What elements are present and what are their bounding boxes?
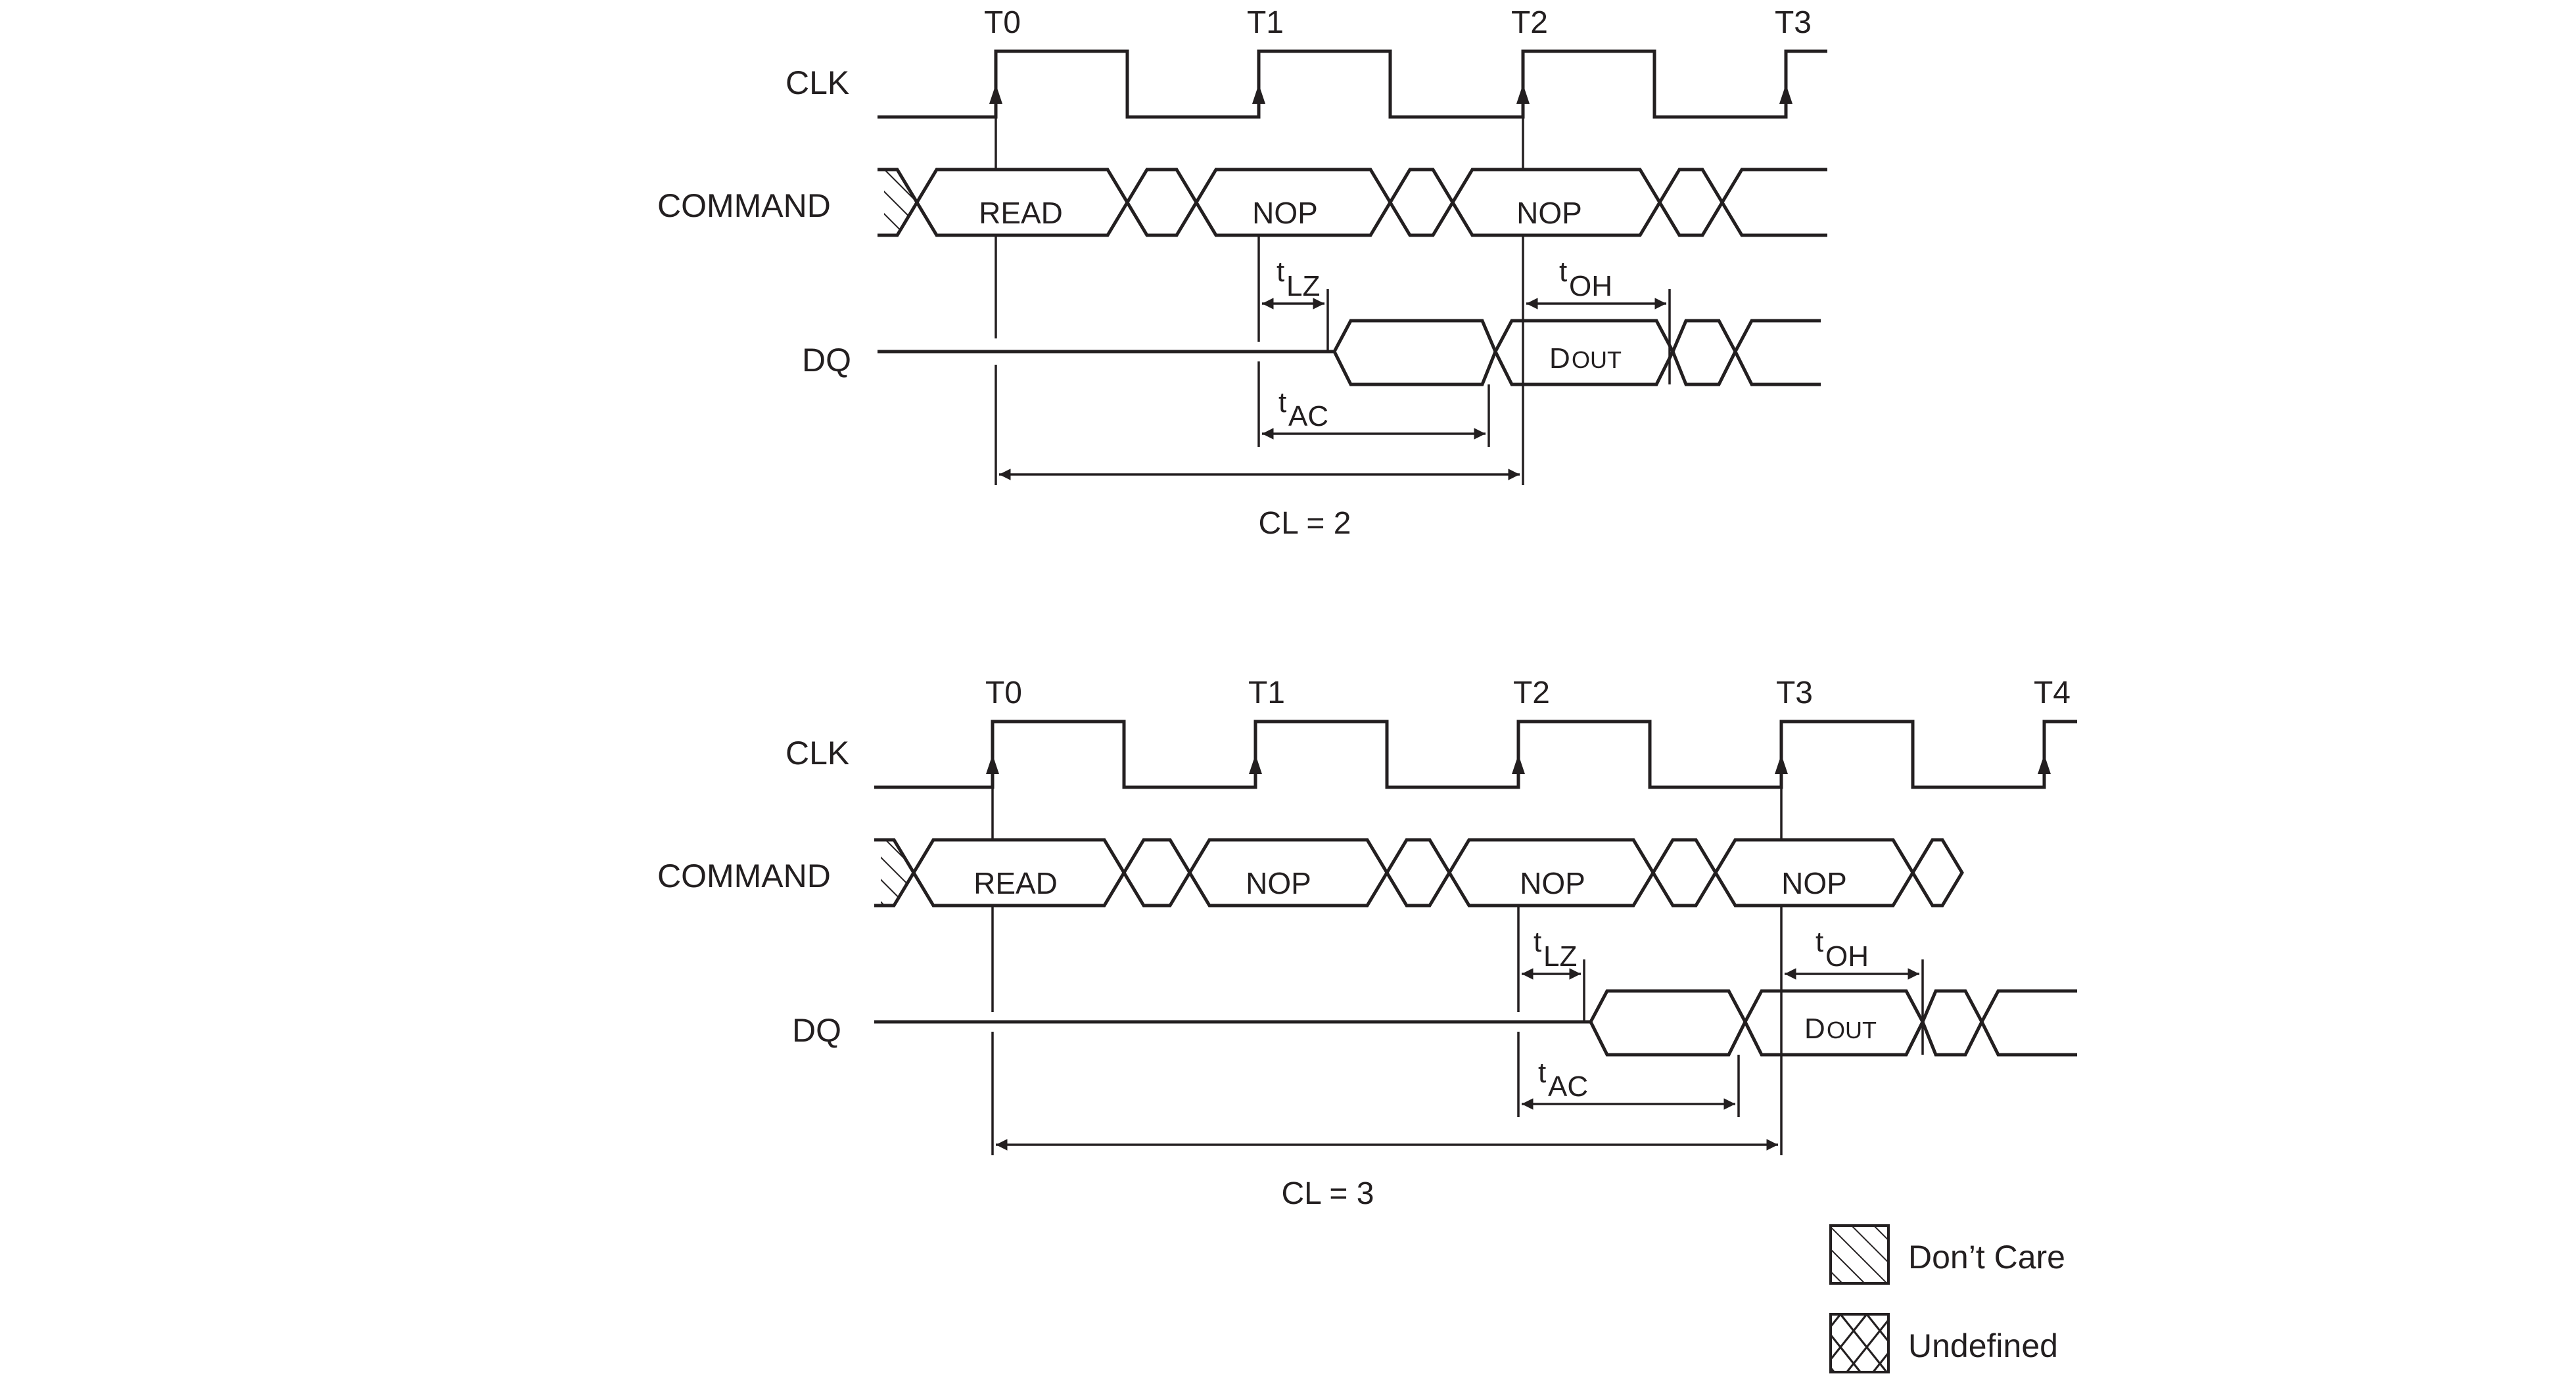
dout-label-d: D xyxy=(1549,342,1570,375)
dont-care-region xyxy=(1122,838,1192,908)
toh-label-t: t xyxy=(1815,926,1823,958)
signal-label-dq: DQ xyxy=(802,342,851,379)
command-label-read: READ xyxy=(979,196,1063,230)
undefined-region xyxy=(1921,989,1984,1057)
legend-swatch-dont-care xyxy=(1829,1224,1890,1285)
tac-label-sub: AC xyxy=(1288,400,1328,432)
tlz-label-sub: LZ xyxy=(1543,940,1577,973)
tick-label-t0: T0 xyxy=(984,5,1021,40)
undefined-region xyxy=(1671,319,1737,386)
tlz-label-t: t xyxy=(1276,256,1284,288)
command-label-nop: NOP xyxy=(1246,866,1311,900)
clk-edge-marker-t1 xyxy=(1252,84,1265,104)
tlz-label-sub: LZ xyxy=(1286,270,1320,302)
signal-label-dq: DQ xyxy=(792,1012,841,1049)
tick-label-t1: T1 xyxy=(1248,676,1285,710)
dont-care-region xyxy=(881,840,914,906)
command-label-nop: NOP xyxy=(1252,196,1318,230)
clk-edge-marker-t3 xyxy=(1779,84,1792,104)
clk-edge-marker-t2 xyxy=(1516,84,1530,104)
dq-bus-tail xyxy=(1980,989,2077,1057)
signal-label-clk: CLK xyxy=(785,735,849,771)
clk-edge-marker-t1 xyxy=(1249,754,1262,774)
tac-label-t: t xyxy=(1538,1057,1546,1089)
tick-label-t2: T2 xyxy=(1513,676,1550,710)
dont-care-region xyxy=(1125,168,1198,237)
tick-label-t4: T4 xyxy=(2034,676,2071,710)
clk-edge-marker-t2 xyxy=(1512,754,1525,774)
command-label-nop: NOP xyxy=(1520,866,1585,900)
dont-care-region xyxy=(1911,838,1964,908)
tlz-label-t: t xyxy=(1534,926,1541,958)
dont-care-region xyxy=(1651,838,1718,908)
toh-label-sub: OH xyxy=(1569,270,1612,302)
tac-label-t: t xyxy=(1278,386,1286,419)
undefined-region xyxy=(1589,989,1747,1057)
clk-edge-marker-t4 xyxy=(2038,754,2051,774)
signal-label-command: COMMAND xyxy=(657,858,831,894)
dout-label-out: OUT xyxy=(1572,346,1622,373)
tick-label-t1: T1 xyxy=(1247,5,1284,40)
dout-label-out: OUT xyxy=(1827,1017,1877,1044)
clk-waveform xyxy=(878,49,1827,119)
clk-edge-marker-t0 xyxy=(989,84,1002,104)
legend-label-undefined: Undefined xyxy=(1908,1327,2058,1364)
legend: Don’t Care Undefined xyxy=(1829,1224,2065,1373)
command-label-nop: NOP xyxy=(1516,196,1582,230)
tick-label-t0: T0 xyxy=(985,676,1022,710)
tick-label-t2: T2 xyxy=(1511,5,1548,40)
tick-label-t3: T3 xyxy=(1775,5,1812,40)
dont-care-region xyxy=(1388,168,1455,237)
clk-waveform xyxy=(874,720,2077,789)
legend-swatch-undefined xyxy=(1829,1313,1890,1373)
timing-diagram-cl3: T0 T1 T2 T3 T4 CLK COMMAND DQ READ NOP N… xyxy=(657,676,2077,1211)
toh-label-t: t xyxy=(1559,256,1567,288)
tac-label-sub: AC xyxy=(1548,1070,1588,1103)
undefined-region xyxy=(1332,319,1497,386)
clk-edge-marker-t0 xyxy=(986,754,999,774)
tick-label-t3: T3 xyxy=(1776,676,1813,710)
latency-label: CL = 2 xyxy=(1259,506,1351,541)
dont-care-region xyxy=(1385,838,1451,908)
latency-label: CL = 3 xyxy=(1282,1176,1374,1211)
timing-diagram-cl2: T0 T1 T2 T3 CLK COMMAND DQ READ NOP NOP … xyxy=(657,5,1827,541)
signal-label-command: COMMAND xyxy=(657,187,831,224)
clk-edge-marker-t3 xyxy=(1775,754,1788,774)
legend-label-dont-care: Don’t Care xyxy=(1908,1239,2065,1276)
dont-care-region xyxy=(884,170,917,235)
dq-bus-tail xyxy=(1733,319,1821,386)
command-label-nop: NOP xyxy=(1781,866,1847,900)
command-label-read: READ xyxy=(973,866,1058,900)
dout-label-d: D xyxy=(1804,1013,1825,1045)
dont-care-region xyxy=(1658,168,1724,237)
toh-label-sub: OH xyxy=(1825,940,1869,973)
command-bus-tail xyxy=(1720,168,1827,237)
signal-label-clk: CLK xyxy=(785,64,849,101)
